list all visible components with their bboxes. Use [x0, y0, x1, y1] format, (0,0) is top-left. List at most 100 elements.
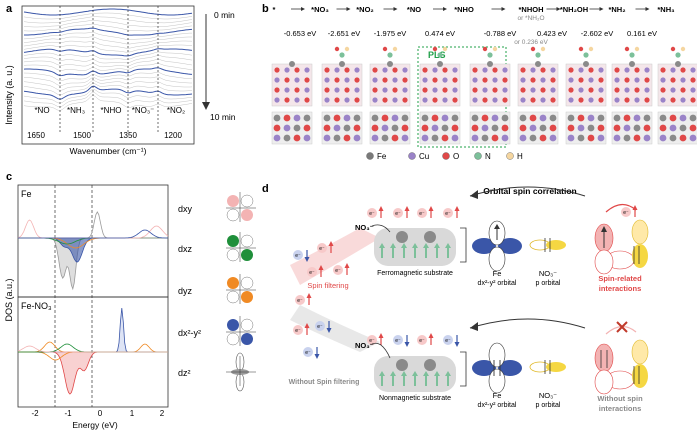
panel-b-letter: b — [262, 3, 269, 15]
atom — [402, 87, 408, 93]
atom — [588, 97, 594, 103]
no3-p-label-top: NO₃⁻ — [539, 269, 557, 278]
atom — [354, 67, 360, 73]
atom — [334, 77, 340, 83]
green-spin-arrowhead — [412, 371, 418, 376]
atom — [690, 67, 696, 73]
spin-arrowhead — [378, 333, 384, 338]
atom — [529, 114, 537, 122]
atom — [371, 134, 379, 142]
atom — [613, 134, 621, 142]
atom — [402, 97, 408, 103]
dos-curve — [18, 237, 168, 291]
orbital-lobe — [240, 234, 254, 248]
atom — [372, 67, 378, 73]
electron — [367, 335, 377, 345]
atom — [402, 77, 408, 83]
energy-label: -2.651 eV — [328, 29, 361, 38]
nonmag-substrate-label: Nonmagnetic substrate — [379, 395, 451, 402]
xtick-1650: 1650 — [27, 131, 45, 140]
orbital-lobe — [226, 290, 240, 304]
orbital-lobe — [240, 276, 254, 290]
atom — [442, 97, 448, 103]
atom — [550, 87, 556, 93]
atom — [644, 67, 650, 73]
fe-orbital-top: dx²-y² orbital — [478, 280, 517, 287]
atom — [372, 97, 378, 103]
adsorbate-atom — [487, 52, 493, 58]
atom — [598, 77, 604, 83]
time-start: 0 min — [214, 10, 235, 20]
atom — [441, 124, 449, 132]
without-spin-label-1: Without spin — [597, 394, 643, 403]
atom — [273, 134, 281, 142]
atom — [284, 67, 290, 73]
panel-a: a Intensity (a. u.) *NO *NH₃ *NHO *NO₃⁻ … — [4, 3, 236, 156]
green-spin-arrowhead — [379, 243, 385, 248]
atom — [284, 77, 290, 83]
adsorbate-atom — [624, 46, 630, 52]
atom — [482, 87, 488, 93]
xtick-1350: 1350 — [119, 131, 137, 140]
atom — [492, 97, 498, 103]
atom — [354, 87, 360, 93]
atom — [644, 97, 650, 103]
fe-atom — [535, 61, 541, 67]
atom — [519, 114, 527, 122]
energy-label: -0.788 eV — [484, 29, 517, 38]
without-spin-label-2: interactions — [599, 404, 642, 413]
atom — [391, 124, 399, 132]
atom — [481, 114, 489, 122]
c-xtick-0: 0 — [98, 409, 103, 418]
electron-label: e⁻ — [419, 211, 425, 217]
spin-arrowhead — [328, 241, 334, 246]
atom — [597, 124, 605, 132]
adsorbate-atom — [432, 46, 438, 52]
atom — [491, 114, 499, 122]
c-xtick-2: 2 — [160, 409, 165, 418]
atom — [344, 97, 350, 103]
atom — [530, 87, 536, 93]
orbital-lobe — [226, 248, 240, 262]
atom — [540, 97, 546, 103]
electron-label: e⁻ — [623, 210, 629, 216]
green-spin-arrowhead — [434, 371, 440, 376]
atom — [633, 134, 641, 142]
fe-atom — [675, 61, 681, 67]
electron-label: e⁻ — [295, 328, 301, 334]
orbital-lobe — [240, 318, 254, 332]
orbital-lobe — [226, 208, 240, 222]
atom — [323, 134, 331, 142]
atom — [588, 77, 594, 83]
substrate-spin-arrows — [379, 243, 451, 386]
atom — [624, 97, 630, 103]
legend-swatch — [474, 152, 482, 160]
orbital-lobe — [241, 333, 253, 345]
atom — [669, 134, 677, 142]
atom — [432, 77, 438, 83]
atom — [382, 77, 388, 83]
panel-c-xlabel: Energy (eV) — [72, 420, 118, 430]
atom — [432, 87, 438, 93]
atom — [293, 124, 301, 132]
atom — [660, 67, 666, 73]
spectrum-line — [23, 88, 193, 104]
electron — [367, 208, 377, 218]
atom — [452, 97, 458, 103]
legend-label: O — [453, 152, 459, 161]
spin-arrowhead — [428, 206, 434, 211]
electron-label: e⁻ — [395, 338, 401, 344]
atom — [670, 67, 676, 73]
step-label: *NH₃ — [657, 5, 675, 14]
no3-arrow-bottom — [371, 342, 391, 359]
nonspin-funnel — [290, 305, 380, 352]
atom — [334, 67, 340, 73]
atom — [520, 67, 526, 73]
fe-dx2y2-orbital-top — [472, 220, 522, 272]
atom — [539, 114, 547, 122]
atom — [568, 67, 574, 73]
atom — [323, 124, 331, 132]
dos-curve — [18, 307, 168, 353]
spectrum-line — [23, 55, 193, 64]
atom — [324, 77, 330, 83]
